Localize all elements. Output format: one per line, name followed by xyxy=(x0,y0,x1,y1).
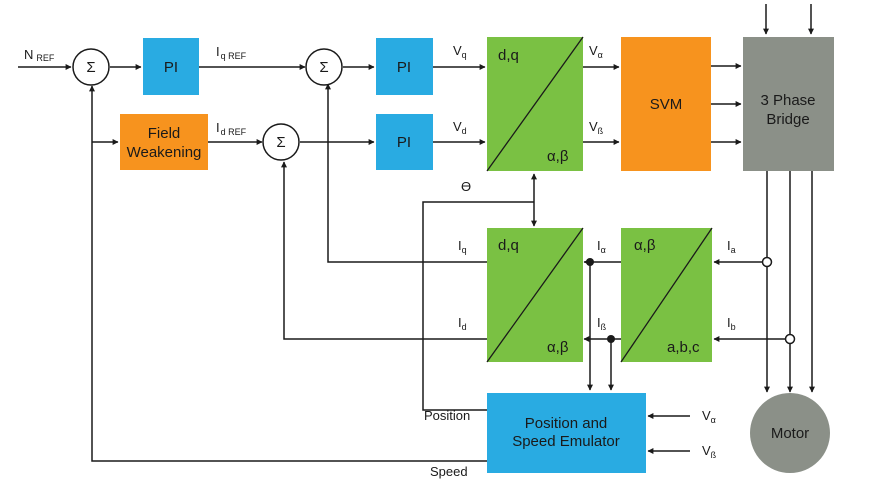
signal-wires xyxy=(18,4,815,462)
position-speed-emulator-block: Position and Speed Emulator xyxy=(487,393,646,473)
motor-block: Motor xyxy=(750,393,830,473)
junction-ialpha xyxy=(586,258,594,266)
label-vd: Vd xyxy=(453,119,467,136)
pi-iq-block: PI xyxy=(376,38,433,95)
label-ib: Ib xyxy=(727,315,736,332)
emulator-line2: Speed Emulator xyxy=(512,433,620,450)
label-iq-ref: Iq REF xyxy=(216,44,247,61)
junctions xyxy=(586,256,796,345)
label-v-beta-out: Vß xyxy=(589,119,604,136)
label-i-beta: Iß xyxy=(597,315,607,332)
clarke-block: α,β a,b,c xyxy=(620,227,713,363)
park-bottom-label: α,β xyxy=(547,339,569,356)
inverse-park-block: d,q α,β xyxy=(486,36,584,172)
label-ia: Ia xyxy=(727,238,736,255)
junction-ia xyxy=(761,256,773,268)
label-theta: ϴ xyxy=(461,179,471,194)
svm-label: SVM xyxy=(650,96,683,113)
park-block: d,q α,β xyxy=(486,227,584,363)
sum-symbol: Σ xyxy=(319,59,328,76)
field-weakening-line1: Field xyxy=(148,125,181,142)
inverse-park-bottom-label: α,β xyxy=(547,148,569,165)
label-vq: Vq xyxy=(453,43,467,60)
bridge-line2: Bridge xyxy=(766,111,809,128)
bridge-line1: 3 Phase xyxy=(760,92,815,109)
three-phase-bridge-block: 3 Phase Bridge xyxy=(743,37,834,171)
field-weakening-line2: Weakening xyxy=(127,144,202,161)
junction-ib xyxy=(784,333,796,345)
motor-label: Motor xyxy=(771,425,809,442)
clarke-bottom-label: a,b,c xyxy=(667,339,700,356)
wire-speed xyxy=(89,85,487,462)
label-id: Id xyxy=(458,315,467,332)
field-weakening-block: Field Weakening xyxy=(120,114,208,170)
wire-iq-feedback xyxy=(325,83,487,263)
label-iq: Iq xyxy=(458,238,467,255)
pi-id-block: PI xyxy=(376,114,433,170)
label-speed: Speed xyxy=(430,464,468,479)
label-v-alpha-out: Vα xyxy=(589,43,603,60)
svm-block: SVM xyxy=(621,37,711,171)
label-position: Position xyxy=(424,408,470,423)
pi-speed-block: PI xyxy=(143,38,199,95)
label-v-alpha-in: Vα xyxy=(702,408,716,425)
wire-id-feedback xyxy=(281,161,487,340)
sum-symbol: Σ xyxy=(276,134,285,151)
sum-junction-iq: Σ xyxy=(305,48,343,86)
sum-junction-speed: Σ xyxy=(72,48,110,86)
pi-speed-label: PI xyxy=(164,59,178,76)
clarke-top-label: α,β xyxy=(634,237,656,254)
junction-ibeta xyxy=(607,335,615,343)
sum-junction-id: Σ xyxy=(262,123,300,161)
label-id-ref: Id REF xyxy=(216,120,247,137)
label-v-beta-in: Vß xyxy=(702,443,717,460)
emulator-line1: Position and xyxy=(525,415,608,432)
pi-iq-label: PI xyxy=(397,59,411,76)
wire-theta xyxy=(422,201,534,411)
park-top-label: d,q xyxy=(498,237,519,254)
label-i-alpha: Iα xyxy=(597,238,606,255)
inverse-park-top-label: d,q xyxy=(498,47,519,64)
sum-symbol: Σ xyxy=(86,59,95,76)
pi-id-label: PI xyxy=(397,134,411,151)
